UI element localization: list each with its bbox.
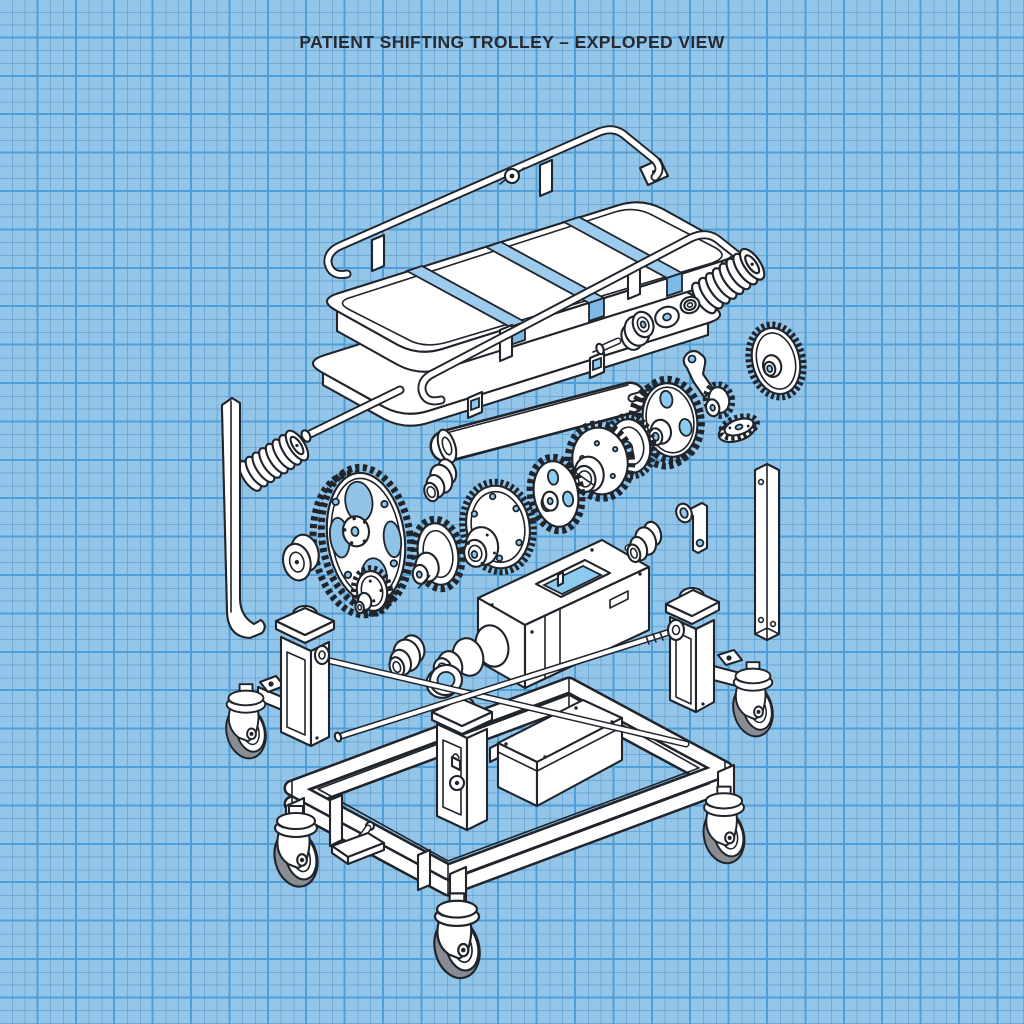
grab-bar-left <box>220 396 266 640</box>
side-rail-far <box>323 125 670 279</box>
battery-box <box>488 698 624 808</box>
diagram-title: PATIENT SHIFTING TROLLEY – EXPLOPED VIEW <box>299 32 725 52</box>
caster-bottom-corner <box>427 892 487 984</box>
caster-right-corner <box>696 785 752 869</box>
shaft-stub <box>592 337 622 356</box>
bushing <box>388 634 426 678</box>
drilled-gear <box>627 375 705 470</box>
lock-nut <box>679 295 701 315</box>
flanged-gear <box>459 478 537 576</box>
caster-front-corner <box>267 804 325 893</box>
mounting-bolt <box>499 167 525 185</box>
oval-hole-gear <box>526 453 586 535</box>
brake-pedal <box>330 820 386 866</box>
pulley-wheel <box>281 533 320 582</box>
hub-gear <box>410 515 466 593</box>
shaft-coupling <box>626 520 663 564</box>
support-bar-right <box>753 462 781 642</box>
lock-post <box>430 695 494 832</box>
pinion-with-shaft <box>350 565 394 617</box>
lift-post-right <box>664 586 746 714</box>
cross-rod-upper <box>333 626 680 743</box>
gear-motor <box>432 532 655 690</box>
washer <box>654 305 680 329</box>
disc-gear <box>745 321 807 401</box>
lift-post-left <box>256 604 336 748</box>
lever-pawl <box>682 349 716 399</box>
small-pinion <box>702 381 736 419</box>
stepped-bushing <box>423 458 458 503</box>
cross-rod-lower <box>322 656 690 748</box>
small-bushing <box>620 310 655 351</box>
mounting-bracket <box>675 501 709 555</box>
caster-right-post <box>726 661 780 742</box>
coil-spring-left <box>233 426 314 496</box>
caster-left-post <box>219 683 273 764</box>
flat-sprocket <box>717 413 760 444</box>
support-rod <box>300 385 405 443</box>
